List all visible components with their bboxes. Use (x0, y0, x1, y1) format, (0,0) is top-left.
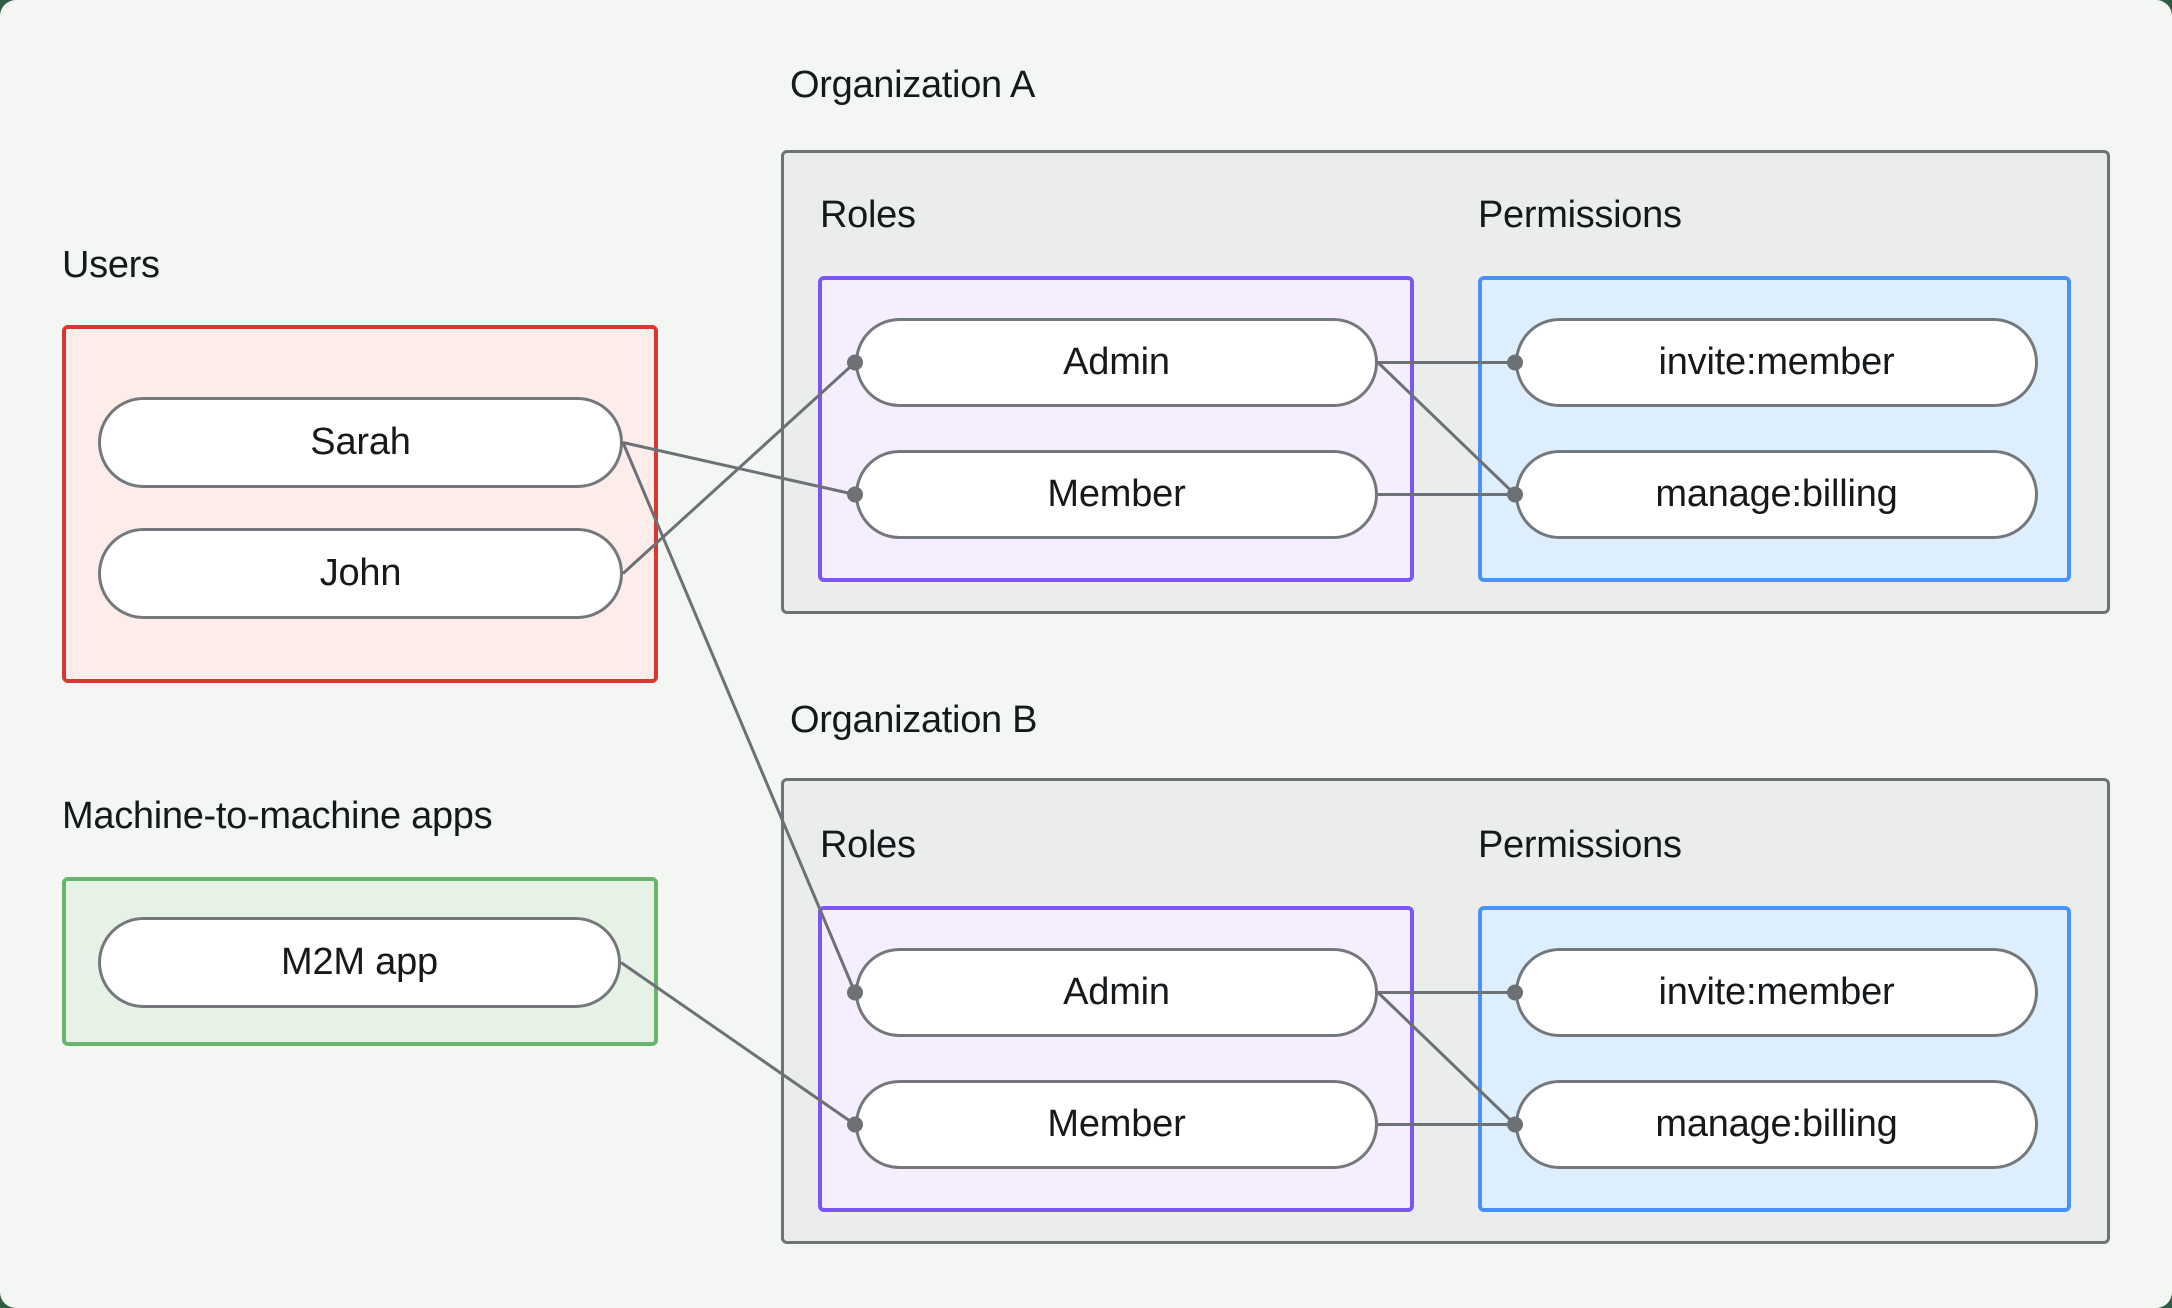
user-node-john: John (98, 528, 623, 619)
org-a-permission-invite-member: invite:member (1515, 318, 2038, 407)
org-b-role-admin: Admin (855, 948, 1378, 1037)
org-a-role-member: Member (855, 450, 1378, 539)
org-b-label: Organization B (790, 699, 1038, 741)
org-b-roles-label: Roles (820, 824, 916, 866)
org-b-permissions-label: Permissions (1478, 824, 1682, 866)
users-group-box (62, 325, 658, 683)
org-b-role-member: Member (855, 1080, 1378, 1169)
org-b-permission-invite-member: invite:member (1515, 948, 2038, 1037)
org-a-role-admin: Admin (855, 318, 1378, 407)
org-b-permission-manage-billing: manage:billing (1515, 1080, 2038, 1169)
m2m-group-label: Machine-to-machine apps (62, 795, 493, 837)
m2m-app-node: M2M app (98, 917, 621, 1008)
users-group-label: Users (62, 244, 160, 286)
org-a-permissions-label: Permissions (1478, 194, 1682, 236)
org-a-permission-manage-billing: manage:billing (1515, 450, 2038, 539)
org-a-roles-label: Roles (820, 194, 916, 236)
org-a-label: Organization A (790, 64, 1036, 106)
user-node-sarah: Sarah (98, 397, 623, 488)
